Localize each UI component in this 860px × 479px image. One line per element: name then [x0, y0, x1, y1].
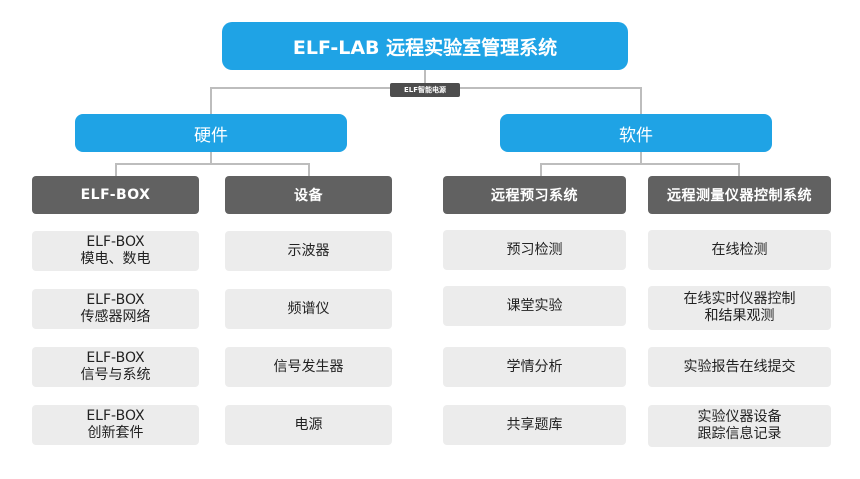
connector-hardware-col2 [308, 163, 310, 176]
root-node: ELF-LAB 远程实验室管理系统 [222, 22, 628, 70]
connector-hardware-down [210, 152, 212, 164]
list-item: ELF-BOX 信号与系统 [32, 347, 199, 387]
root-title: ELF-LAB 远程实验室管理系统 [292, 36, 558, 59]
list-item: 示波器 [225, 231, 392, 271]
list-item: 预习检测 [443, 230, 626, 270]
list-item: ELF-BOX 创新套件 [32, 405, 199, 445]
column-header-elf-box: ELF-BOX [32, 176, 199, 214]
branch-software-label: 软件 [619, 125, 653, 146]
connector-software-col2 [738, 163, 740, 176]
connector-hardware-horizontal [115, 163, 310, 165]
column-header-devices: 设备 [225, 176, 392, 214]
list-item: 实验仪器设备 跟踪信息记录 [648, 405, 831, 447]
branch-hardware: 硬件 [75, 114, 347, 152]
connector-root-down [424, 70, 426, 88]
list-item: 信号发生器 [225, 347, 392, 387]
list-item: 课堂实验 [443, 286, 626, 326]
list-item: 在线检测 [648, 230, 831, 270]
branch-software: 软件 [500, 114, 772, 152]
connector-left-drop [210, 87, 212, 114]
connector-software-horizontal [540, 163, 740, 165]
connector-right-drop [640, 87, 642, 114]
list-item: 共享题库 [443, 405, 626, 445]
list-item: 电源 [225, 405, 392, 445]
list-item: 学情分析 [443, 347, 626, 387]
list-item: ELF-BOX 传感器网络 [32, 289, 199, 329]
power-tag: ELF智能电源 [390, 83, 460, 97]
connector-software-down [640, 152, 642, 164]
list-item: 频谱仪 [225, 289, 392, 329]
list-item: 实验报告在线提交 [648, 347, 831, 387]
column-header-preview-system: 远程预习系统 [443, 176, 626, 214]
list-item: 在线实时仪器控制 和结果观测 [648, 286, 831, 330]
column-header-instrument-control: 远程测量仪器控制系统 [648, 176, 831, 214]
branch-hardware-label: 硬件 [194, 125, 228, 146]
connector-software-col1 [540, 163, 542, 176]
connector-hardware-col1 [115, 163, 117, 176]
list-item: ELF-BOX 模电、数电 [32, 231, 199, 271]
power-tag-label: ELF智能电源 [403, 86, 447, 94]
